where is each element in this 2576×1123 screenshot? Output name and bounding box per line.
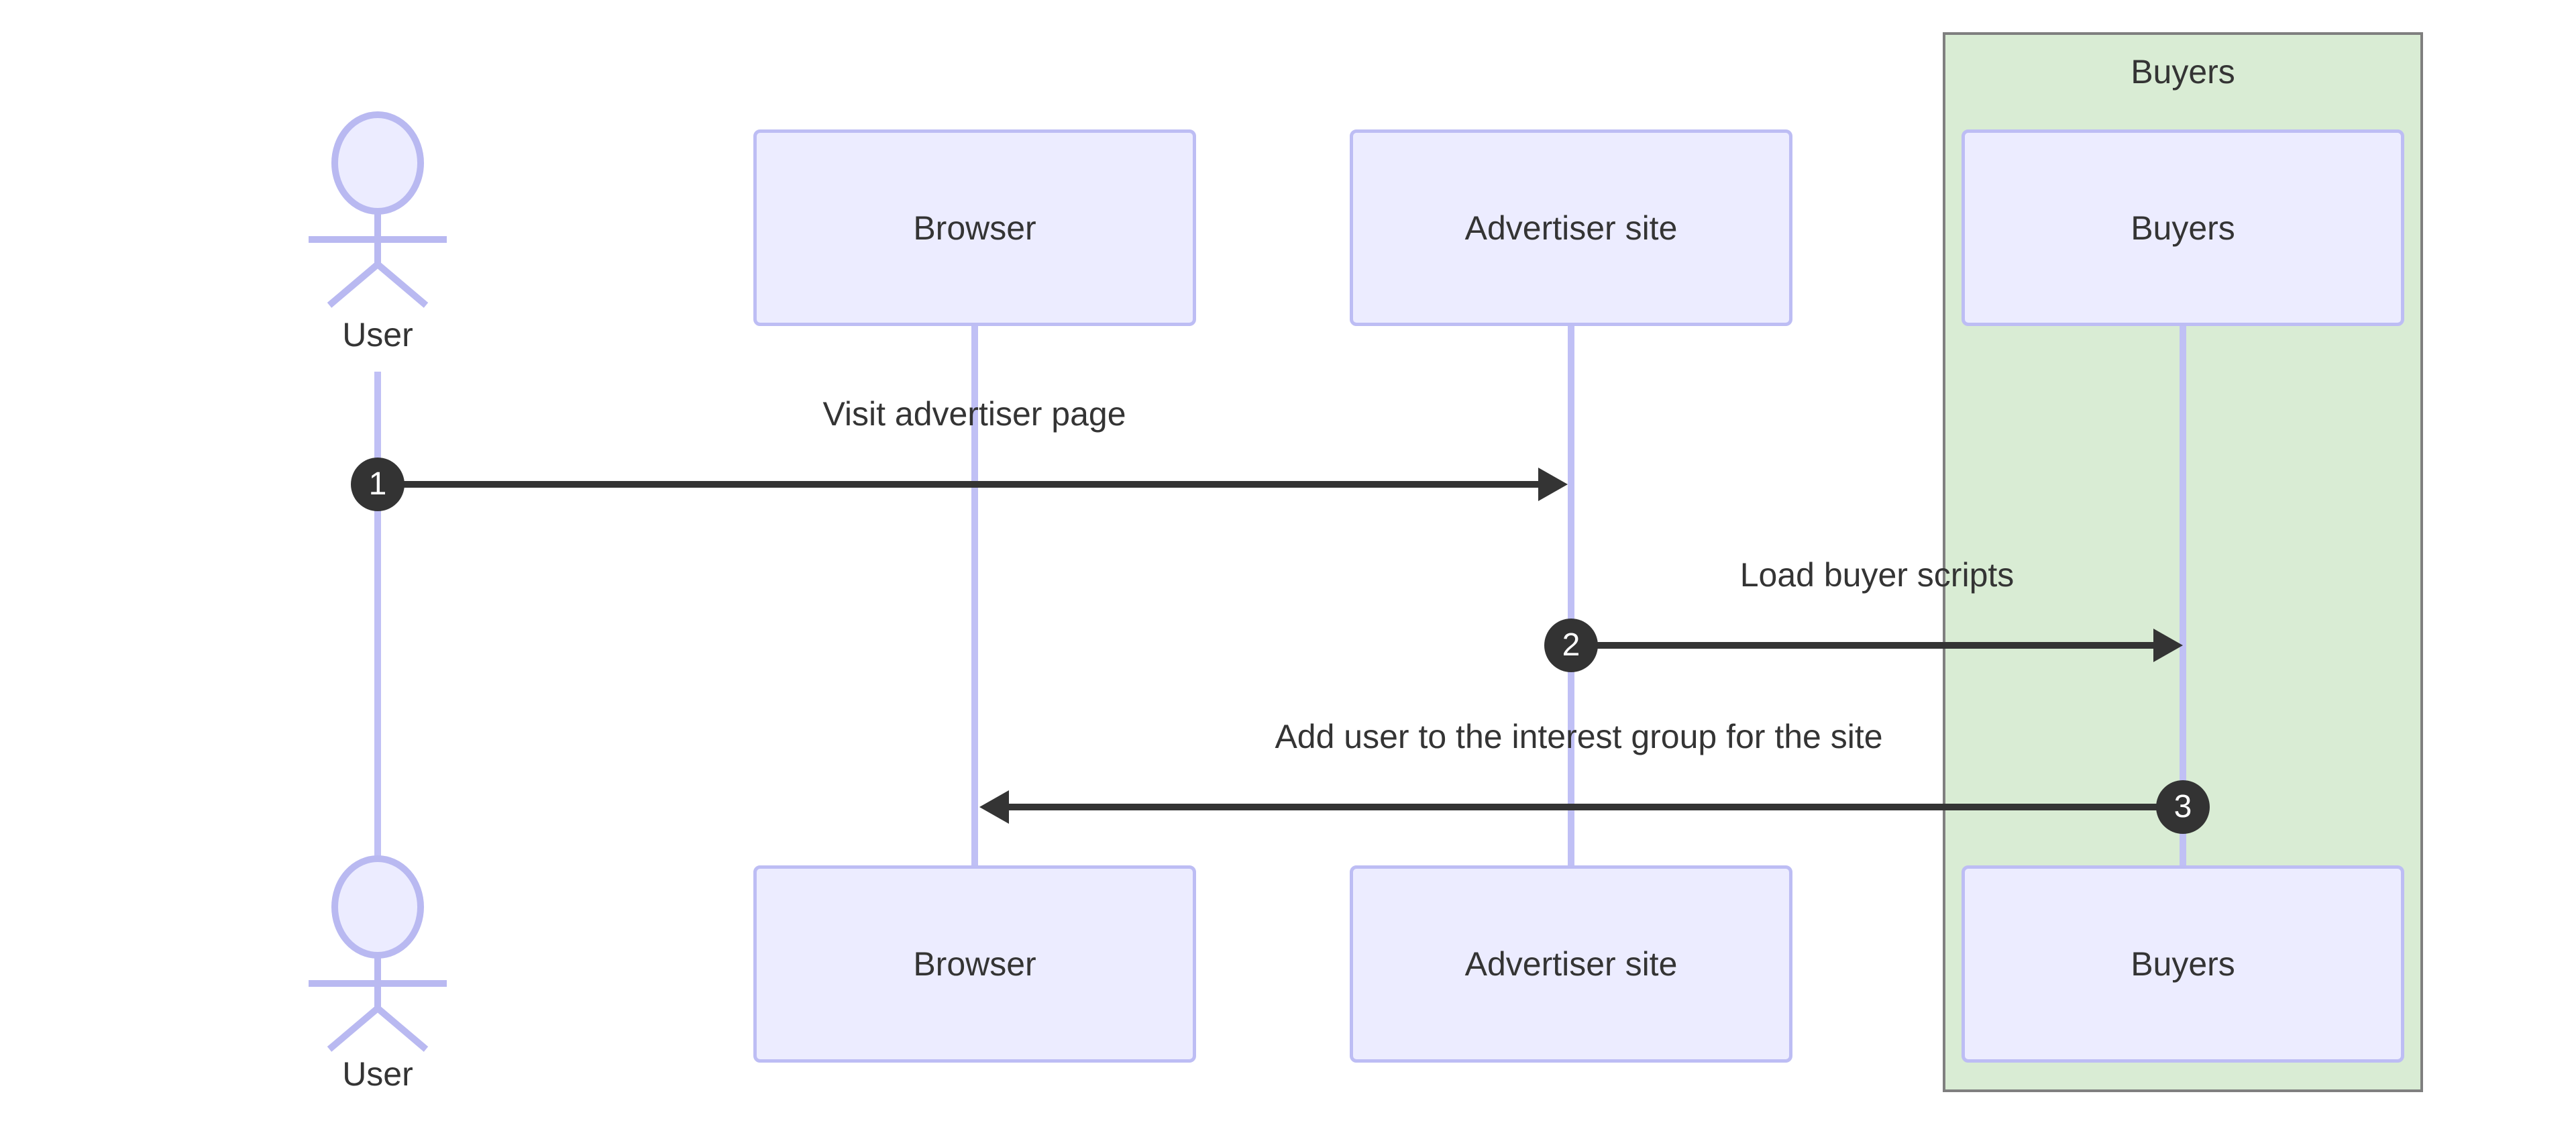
advertiser-site-lifeline	[1568, 326, 1574, 865]
message-1-label: Visit advertiser page	[822, 395, 1126, 433]
message-2-label: Load buyer scripts	[1739, 556, 2015, 594]
participant-advertiser-site-top: Advertiser site	[1350, 129, 1792, 326]
browser-lifeline	[971, 326, 978, 865]
participant-label: Advertiser site	[1464, 945, 1678, 983]
participant-label: Browser	[913, 945, 1036, 983]
user-actor-icon	[309, 855, 447, 1052]
participant-browser-bottom: Browser	[753, 865, 1196, 1063]
participant-label: Buyers	[2131, 945, 2235, 983]
message-3-arrowhead-icon	[979, 790, 1009, 824]
message-3-label: Add user to the interest group for the s…	[1275, 718, 1883, 755]
participant-advertiser-site-bottom: Advertiser site	[1350, 865, 1792, 1063]
participant-label: Buyers	[2131, 209, 2235, 247]
message-3-number-badge: 3	[2156, 780, 2210, 834]
user-actor-label-top: User	[342, 316, 413, 354]
user-actor-icon	[309, 111, 447, 308]
participant-buyers-bottom: Buyers	[1962, 865, 2404, 1063]
message-1-number-badge: 1	[351, 458, 405, 511]
message-1-arrowhead-icon	[1538, 468, 1568, 501]
buyers-group-title: Buyers	[2131, 53, 2235, 91]
message-3-line	[1009, 804, 2183, 810]
user-lifeline	[374, 372, 381, 859]
participant-browser-top: Browser	[753, 129, 1196, 326]
participant-label: Advertiser site	[1464, 209, 1678, 247]
message-1-line	[378, 481, 1540, 488]
user-actor-label-bottom: User	[342, 1055, 413, 1093]
buyers-lifeline	[2180, 326, 2186, 865]
message-2-line	[1571, 642, 2153, 649]
message-2-arrowhead-icon	[2153, 629, 2183, 662]
participant-label: Browser	[913, 209, 1036, 247]
message-2-number-badge: 2	[1544, 619, 1598, 672]
participant-buyers-top: Buyers	[1962, 129, 2404, 326]
